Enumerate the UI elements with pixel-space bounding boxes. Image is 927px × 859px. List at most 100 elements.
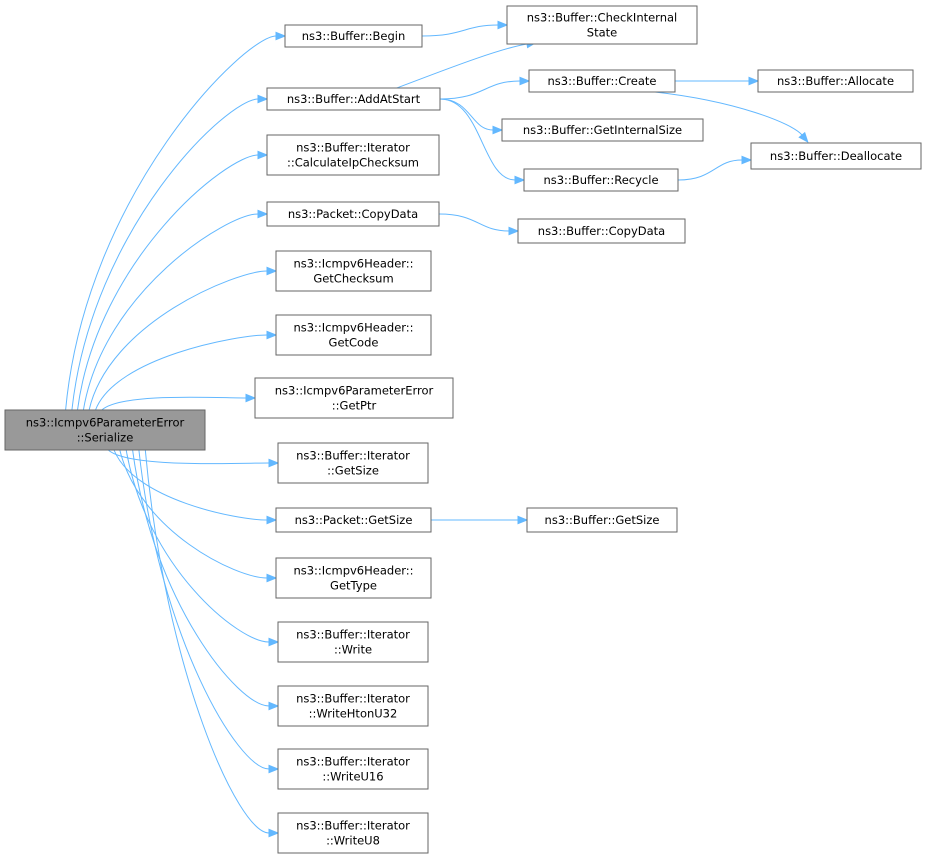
node-label-line: ns3::Buffer::Allocate <box>777 74 894 88</box>
node-label-line: ns3::Buffer::AddAtStart <box>287 92 421 106</box>
node-getinternalsize[interactable]: ns3::Buffer::GetInternalSize <box>501 118 704 142</box>
node-buffercopydata[interactable]: ns3::Buffer::CopyData <box>517 218 686 244</box>
edge-serialize-to-getcode <box>95 334 268 411</box>
node-buffergetsize[interactable]: ns3::Buffer::GetSize <box>526 507 678 533</box>
node-addatstart[interactable]: ns3::Buffer::AddAtStart <box>266 87 441 111</box>
node-label-line: ::GetSize <box>327 464 379 478</box>
node-label-line: GetCode <box>329 336 379 350</box>
node-label-line: ns3::Buffer::GetSize <box>545 513 660 527</box>
edge-serialize-to-writehtonu32 <box>132 449 270 707</box>
arrowhead-icon <box>519 76 531 86</box>
edge-serialize-to-packetcopydata <box>82 213 259 411</box>
node-box <box>528 69 676 93</box>
arrowhead-icon <box>508 226 520 236</box>
arrowhead-icon <box>257 150 269 160</box>
node-label-line: ns3::Packet::CopyData <box>288 207 418 221</box>
edge-serialize-to-getchecksum <box>88 270 268 411</box>
edge-addatstart-to-create <box>439 80 521 100</box>
node-writehtonu32[interactable]: ns3::Buffer::Iterator::WriteHtonU32 <box>277 685 429 727</box>
node-writeu8[interactable]: ns3::Buffer::Iterator::WriteU8 <box>277 812 429 854</box>
edge-serialize-to-itergetsize <box>107 449 270 465</box>
node-itergetsize[interactable]: ns3::Buffer::Iterator::GetSize <box>277 442 429 484</box>
arrowhead-icon <box>257 209 269 219</box>
node-label-line: ns3::Icmpv6ParameterError <box>275 384 434 398</box>
node-packetgetsize[interactable]: ns3::Packet::GetSize <box>275 507 432 533</box>
node-label-line: ::WriteHtonU32 <box>309 707 398 721</box>
arrowhead-icon <box>497 20 509 30</box>
arrowhead-icon <box>798 131 809 143</box>
arrowhead-icon <box>257 94 269 104</box>
node-label-line: ns3::Buffer::Iterator <box>296 755 410 769</box>
node-label-line: ns3::Icmpv6Header:: <box>293 321 413 335</box>
node-writeu16[interactable]: ns3::Buffer::Iterator::WriteU16 <box>277 748 429 790</box>
node-box <box>275 507 432 533</box>
node-label-line: ns3::Packet::GetSize <box>295 513 413 527</box>
node-box <box>266 201 440 227</box>
nodes-layer: ns3::Icmpv6ParameterError::Serializens3:… <box>4 5 922 854</box>
arrowhead-icon <box>517 515 529 525</box>
node-label-line: ns3::Buffer::CheckInternal <box>527 11 678 25</box>
arrowhead-icon <box>268 764 280 774</box>
node-box <box>526 507 678 533</box>
arrowhead-icon <box>268 458 280 468</box>
node-label-line: ns3::Icmpv6Header:: <box>293 257 413 271</box>
node-label-line: ns3::Buffer::Create <box>547 74 656 88</box>
node-box <box>275 557 432 599</box>
node-box <box>501 118 704 142</box>
arrowhead-icon <box>266 266 278 276</box>
node-getchecksum[interactable]: ns3::Icmpv6Header::GetChecksum <box>275 250 432 292</box>
edge-serialize-to-write <box>125 449 270 643</box>
node-gettype[interactable]: ns3::Icmpv6Header::GetType <box>275 557 432 599</box>
node-packetcopydata[interactable]: ns3::Packet::CopyData <box>266 201 440 227</box>
node-begin[interactable]: ns3::Buffer::Begin <box>284 24 423 48</box>
node-deallocate[interactable]: ns3::Buffer::Deallocate <box>750 142 922 170</box>
edge-create-to-deallocate <box>654 91 803 136</box>
node-create[interactable]: ns3::Buffer::Create <box>528 69 676 93</box>
node-label-line: ns3::Buffer::Recycle <box>543 173 658 187</box>
node-box <box>277 442 429 484</box>
edge-addatstart-to-recycle <box>439 98 516 181</box>
node-label-line: State <box>587 26 617 40</box>
node-box <box>266 87 441 111</box>
node-box <box>275 314 432 356</box>
arrowhead-icon <box>268 637 280 647</box>
node-getptr[interactable]: ns3::Icmpv6ParameterError::GetPtr <box>254 377 454 419</box>
edge-serialize-to-calcipchecksum <box>77 154 259 411</box>
node-label-line: ::Write <box>334 643 372 657</box>
node-box <box>277 748 429 790</box>
edges-layer <box>65 20 809 838</box>
arrowhead-icon <box>748 76 760 86</box>
arrowhead-icon <box>266 330 278 340</box>
node-label-line: ns3::Buffer::Iterator <box>296 141 410 155</box>
node-box <box>254 377 454 419</box>
node-allocate[interactable]: ns3::Buffer::Allocate <box>757 69 914 93</box>
node-write[interactable]: ns3::Buffer::Iterator::Write <box>277 621 429 663</box>
node-box <box>523 168 679 192</box>
node-box <box>277 812 429 854</box>
arrowhead-icon <box>268 828 280 838</box>
edge-serialize-to-begin <box>65 35 277 411</box>
node-box <box>757 69 914 93</box>
arrowhead-icon <box>245 393 257 403</box>
edge-serialize-to-packetgetsize <box>113 449 268 521</box>
arrowhead-icon <box>275 31 287 41</box>
node-label-line: ns3::Buffer::GetInternalSize <box>523 123 682 137</box>
node-label-line: ns3::Buffer::Iterator <box>296 628 410 642</box>
node-box <box>275 250 432 292</box>
node-serialize[interactable]: ns3::Icmpv6ParameterError::Serialize <box>4 409 206 451</box>
node-box <box>284 24 423 48</box>
arrowhead-icon <box>266 515 278 525</box>
node-getcode[interactable]: ns3::Icmpv6Header::GetCode <box>275 314 432 356</box>
node-label-line: ns3::Buffer::Begin <box>302 29 406 43</box>
node-label-line: ns3::Buffer::Iterator <box>296 449 410 463</box>
node-label-line: ::WriteU16 <box>322 770 383 784</box>
node-calcipchecksum[interactable]: ns3::Buffer::Iterator::CalculateIpChecks… <box>266 134 440 176</box>
node-box <box>4 409 206 451</box>
edge-addatstart-to-checkinternal <box>396 43 528 89</box>
node-label-line: ::CalculateIpChecksum <box>287 156 419 170</box>
node-label-line: GetChecksum <box>313 272 393 286</box>
node-label-line: ns3::Buffer::CopyData <box>538 224 665 238</box>
node-recycle[interactable]: ns3::Buffer::Recycle <box>523 168 679 192</box>
